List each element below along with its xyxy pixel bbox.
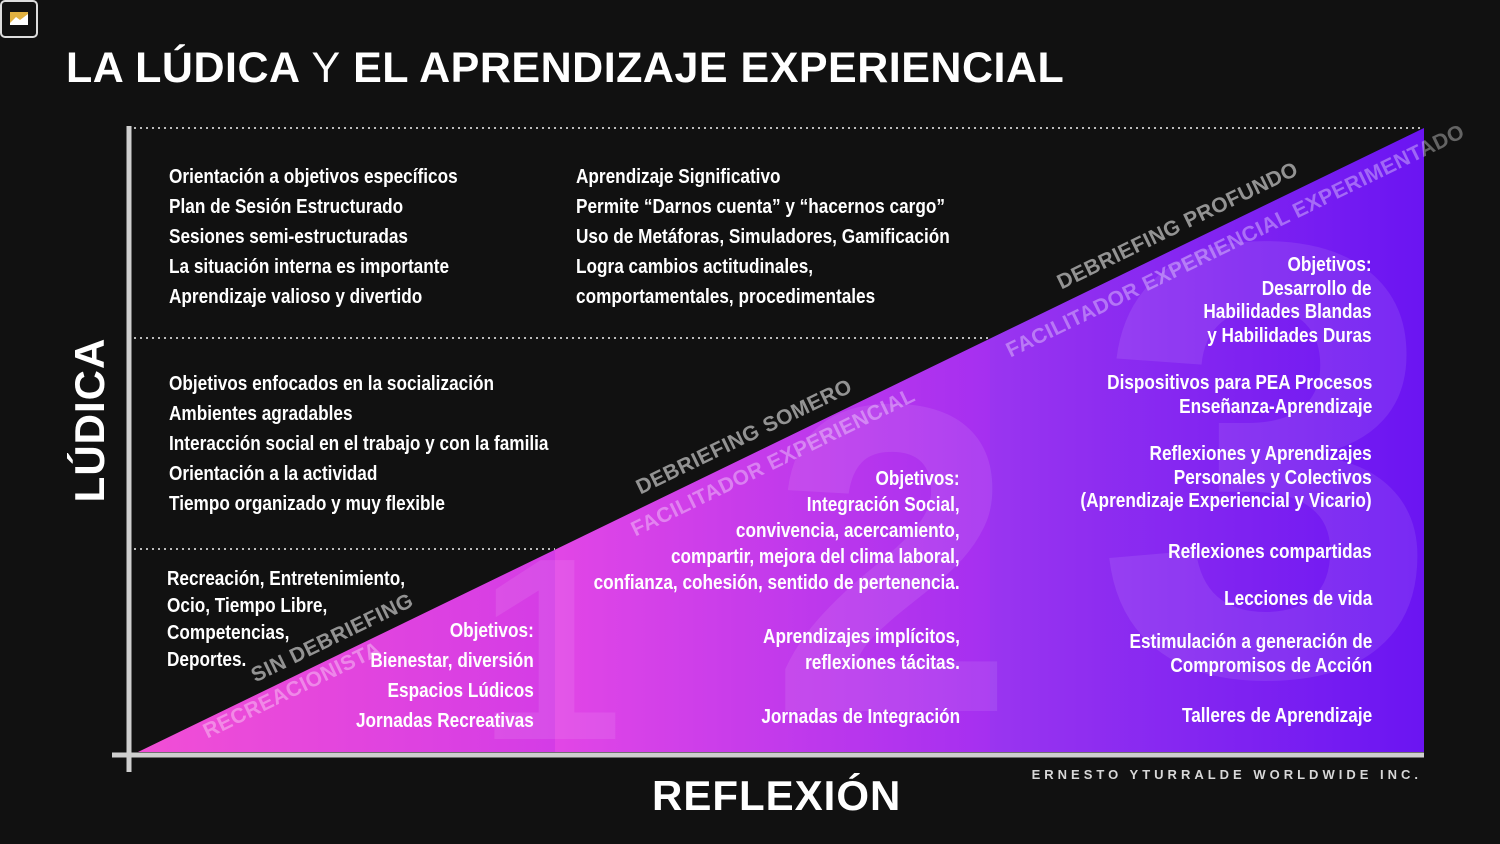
objectives-line: Integración Social, [807,494,960,516]
level-3-item-1: Dispositivos para PEA Procesos Enseñanza… [1107,372,1372,419]
list-item: Recreación, Entretenimiento, [167,568,406,590]
list-item: Aprendizaje valioso y divertido [169,286,423,308]
level-1-objectives: Objetivos: Bienestar, diversión Espacios… [356,616,534,736]
bottom-left-list: Recreación, Entretenimiento, Ocio, Tiemp… [167,566,405,674]
x-axis-label: REFLEXIÓN [652,772,902,819]
objectives-line: compartir, mejora del clima laboral, [671,546,960,568]
list-item: Aprendizaje Significativo [576,166,781,188]
level-3-item-4: Lecciones de vida [1224,584,1372,614]
level-item-line: Lecciones de vida [1223,588,1372,610]
title-part-3: EL APRENDIZAJE EXPERIENCIAL [353,44,1065,92]
title-part-2: Y [311,44,341,92]
objectives-heading: Objetivos: [1287,254,1372,276]
objectives-line: Desarrollo de [1262,277,1372,300]
level-item-line: Compromisos de Acción [1170,654,1372,677]
level-number-3: 3 [1095,114,1440,806]
objectives-line: Bienestar, diversión [370,650,534,672]
top-left-list: Orientación a objetivos específicos Plan… [169,162,458,312]
level-number-1: 1 [478,505,623,795]
title-part-1: LA LÚDICA [66,44,300,92]
level-item: Espacios Lúdicos [387,680,534,702]
level-3-item-6: Talleres de Aprendizaje [1182,701,1372,731]
list-item: Logra cambios actitudinales, [576,256,814,278]
list-item: comportamentales, procedimentales [576,286,876,308]
level-item-line: Enseñanza-Aprendizaje [1178,395,1372,418]
brand-logo [0,0,38,38]
level-item-line: Dispositivos para PEA Procesos [1106,372,1372,394]
level-item: reflexiones tácitas. [805,652,960,674]
list-item: Orientación a objetivos específicos [169,166,458,188]
objectives-line: confianza, cohesión, sentido de pertenen… [593,572,960,594]
level-item-line: (Aprendizaje Experiencial y Vicario) [1080,490,1372,512]
objectives-line: y Habilidades Duras [1207,324,1372,347]
objectives-line: convivencia, acercamiento, [736,520,960,542]
level-3-objectives: Objetivos: Desarrollo de Habilidades Bla… [1204,254,1372,348]
level-2-footer: Jornadas de Integración [761,702,960,732]
page-title: LA LÚDICA Y EL APRENDIZAJE EXPERIENCIAL [66,44,1064,93]
level-item-line: Reflexiones y Aprendizajes [1149,443,1372,465]
level-item-line: Estimulación a generación de [1129,631,1372,653]
list-item: La situación interna es importante [169,256,450,278]
list-item: Competencias, [167,622,290,644]
logo-icon [10,12,28,25]
list-item: Tiempo organizado y muy flexible [169,493,445,515]
level-number-2: 2 [770,314,1015,805]
level-item-line: Talleres de Aprendizaje [1181,705,1372,727]
credit-text: ERNESTO YTURRALDE WORLDWIDE INC. [1031,767,1422,782]
level-2-items: Aprendizajes implícitos, reflexiones tác… [763,624,960,676]
objectives-heading: Objetivos: [875,468,960,490]
top-center-list: Aprendizaje Significativo Permite “Darno… [576,162,950,312]
list-item: Permite “Darnos cuenta” y “hacernos carg… [576,196,945,218]
list-item: Plan de Sesión Estructurado [169,196,404,218]
level-3-item-5: Estimulación a generación de Compromisos… [1129,631,1372,678]
objectives-line: Habilidades Blandas [1203,301,1372,323]
middle-left-list: Objetivos enfocados en la socialización … [169,369,549,519]
list-item: Deportes. [167,649,247,671]
list-item: Sesiones semi-estructuradas [169,226,408,248]
list-item: Interacción social en el trabajo y con l… [169,433,549,455]
level-2-objectives: Objetivos: Integración Social, convivenc… [594,466,960,596]
list-item: Ocio, Tiempo Libre, [167,595,328,617]
list-item: Orientación a la actividad [169,463,378,485]
objectives-heading: Objetivos: [449,620,534,642]
list-item: Uso de Metáforas, Simuladores, Gamificac… [576,226,950,248]
level-3-item-3: Reflexiones compartidas [1168,537,1372,567]
list-item: Ambientes agradables [169,403,353,425]
list-item: Objetivos enfocados en la socialización [169,373,494,395]
level-item: Aprendizajes implícitos, [763,626,960,648]
level-item: Jornadas de Integración [761,706,960,728]
level-item-line: Personales y Colectivos [1174,466,1372,489]
y-axis-label: LÚDICA [66,337,113,503]
level-item-line: Reflexiones compartidas [1168,541,1372,563]
level-3-item-2: Reflexiones y Aprendizajes Personales y … [1081,443,1372,514]
level-item: Jornadas Recreativas [356,710,534,732]
